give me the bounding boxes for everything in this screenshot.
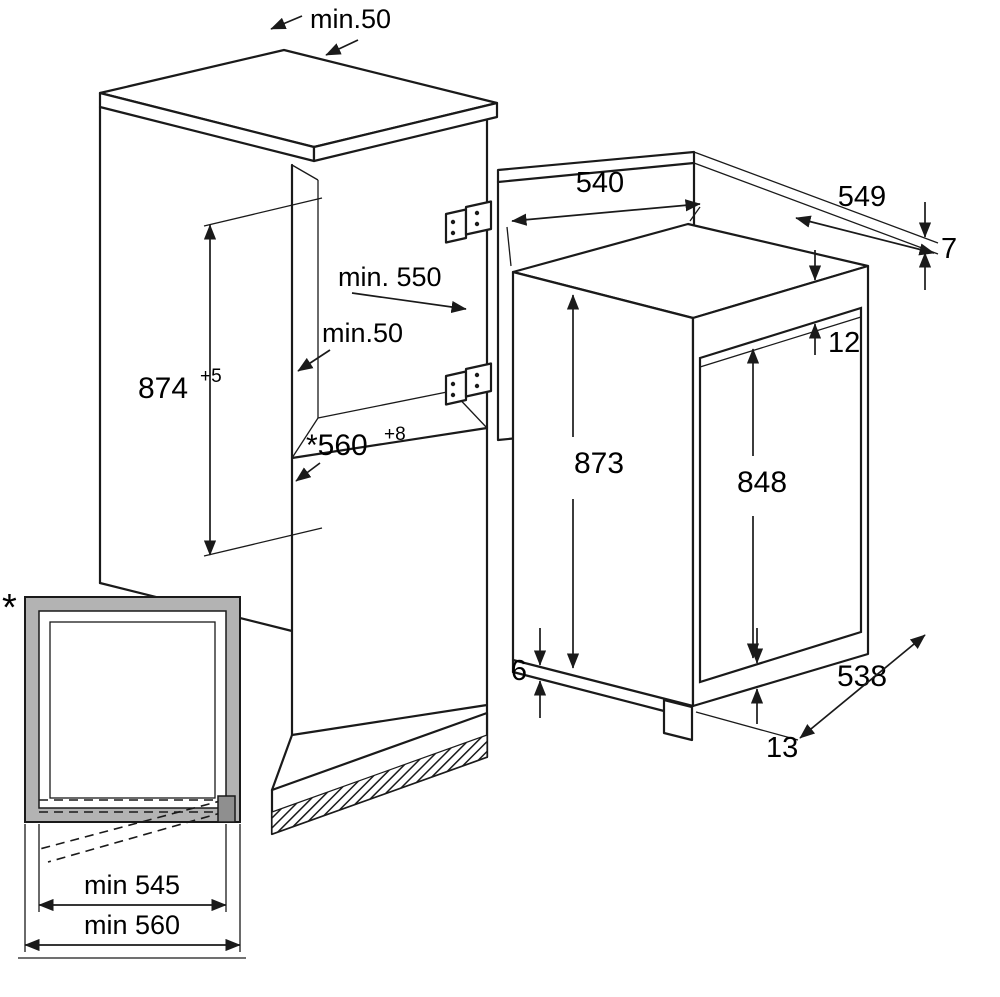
dim-top-depth-label: 540 xyxy=(576,167,624,199)
dim-top-clearance-arrow-1 xyxy=(270,15,303,30)
dim-niche-depth-label: min. 550 xyxy=(338,262,442,292)
front-view-hinge-block xyxy=(217,795,236,823)
dim-appliance-depth-label: 538 xyxy=(837,660,887,693)
dim-appliance-depth-ext xyxy=(695,711,799,741)
dim-front-inner-width-label: min 545 xyxy=(84,870,180,900)
hinge-screw xyxy=(474,372,480,378)
dim-door-height-label: 848 xyxy=(737,466,787,499)
hinge-screw xyxy=(474,383,480,389)
hinge-plate-cabinet xyxy=(444,208,468,244)
hinge-screw xyxy=(450,392,456,398)
hinge-bottom xyxy=(444,362,493,406)
dim-niche-height-ext-top xyxy=(203,197,323,227)
dim-niche-width-label: *560 xyxy=(306,429,368,462)
dim-top-clearance-arrow-2 xyxy=(325,39,359,56)
door-swing-dashed-line xyxy=(35,799,225,851)
appliance-foot xyxy=(662,698,694,742)
worktop-top-face xyxy=(98,48,499,149)
hinge-screw xyxy=(450,219,456,225)
dim-top-depth-ext xyxy=(689,206,701,222)
dim-top-depth-ext xyxy=(506,226,512,267)
door-swing-dashed-line xyxy=(47,811,225,863)
appliance-base-line xyxy=(511,670,666,713)
dim-niche-height-label: 874 xyxy=(138,372,188,405)
dim-top-depth-line xyxy=(511,199,701,226)
dimension-annotations: min.50 540 549 7 12 min. 550 min.50 874 … xyxy=(2,4,957,959)
dim-niche-width-arrow xyxy=(295,462,321,482)
dim-niche-depth-arrow xyxy=(351,292,467,314)
worktop-edge-right xyxy=(312,101,499,163)
hinge-screw xyxy=(474,210,480,216)
door-reference-line-upper xyxy=(693,151,939,244)
dim-rear-clearance-arrow xyxy=(297,349,331,372)
dim-top-width-line xyxy=(795,215,935,256)
lower-door-panel xyxy=(290,426,489,737)
appliance-door-outline xyxy=(698,306,863,684)
niche-back-bottom-edge xyxy=(317,390,453,419)
hinge-plate-door xyxy=(464,200,493,236)
plinth-hatch-strip xyxy=(271,734,488,835)
hinge-screw xyxy=(450,381,456,387)
cabinet-housing xyxy=(98,48,499,836)
footnote-asterisk: * xyxy=(2,587,17,629)
niche-front-view xyxy=(24,596,241,863)
dim-niche-height-ext-bottom xyxy=(203,527,323,557)
dim-niche-width-tolerance: +8 xyxy=(384,424,406,445)
dim-bottom-front-gap-label: 6 xyxy=(511,655,527,687)
dim-rear-clearance-label: min.50 xyxy=(322,318,403,348)
hinge-screw xyxy=(474,221,480,227)
hinge-plate-door xyxy=(464,362,493,398)
niche-depth-edge-top xyxy=(291,164,319,181)
dim-top-width-label: 549 xyxy=(838,181,886,213)
plinth-left-connector xyxy=(270,733,294,792)
appliance xyxy=(511,222,870,742)
dim-appliance-height-label: 873 xyxy=(574,447,624,480)
niche-depth-edge-bottom xyxy=(291,417,319,459)
dim-door-top-gap-label: 12 xyxy=(828,327,860,359)
hinge-top xyxy=(444,200,493,244)
dim-front-outer-width-label: min 560 xyxy=(84,910,180,940)
front-view-appliance-front xyxy=(49,621,216,799)
dim-top-gap-label: 7 xyxy=(941,233,957,265)
appliance-door-top-detail xyxy=(699,316,862,368)
door-thickness-line xyxy=(496,161,696,184)
dim-appliance-depth-line xyxy=(799,634,926,739)
dim-top-clearance-label: min.50 xyxy=(310,4,391,34)
hinge-plate-cabinet xyxy=(444,370,468,406)
dim-door-bottom-gap-label: 13 xyxy=(766,732,798,764)
front-view-inner-opening xyxy=(38,610,227,809)
hinge-screw xyxy=(450,230,456,236)
